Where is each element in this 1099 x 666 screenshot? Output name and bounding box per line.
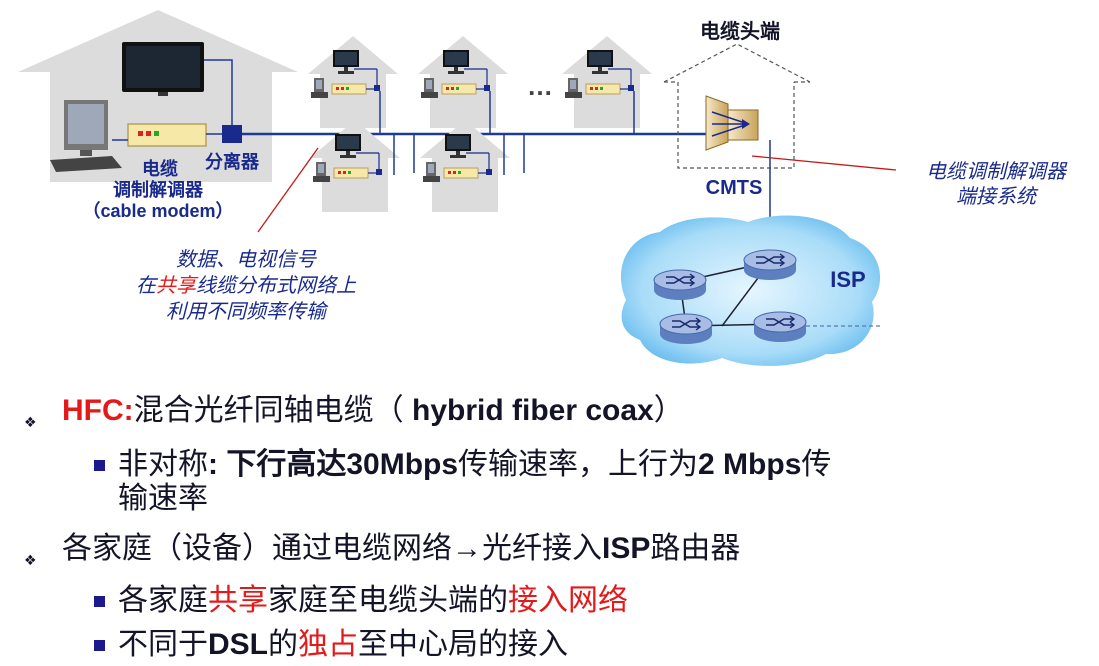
diamond-bullet-icon: ❖: [24, 552, 37, 568]
router-icon: [753, 311, 807, 343]
annotation-line2: 在共享线缆分布式网络上: [136, 274, 357, 297]
home-upper-2: [417, 35, 509, 129]
annotation-line-cmts: [751, 155, 897, 171]
router-icon: [659, 313, 713, 345]
cmts-icon: [705, 95, 759, 151]
tv-icon: [122, 42, 204, 96]
modem-label-line2: 调制解调器: [113, 179, 204, 200]
square-bullet-icon: [94, 460, 105, 471]
modem-label-line3: （cable modem）: [82, 201, 233, 221]
modem-label-line1: 电缆: [142, 158, 178, 179]
router-icon: [743, 249, 797, 281]
home-upper-3: [561, 35, 653, 129]
splitter-label: 分离器: [205, 151, 260, 172]
computer-icon: [50, 100, 122, 172]
ellipsis-label: …: [527, 71, 553, 101]
cable-headend-outline: [663, 43, 811, 169]
cmts-description-line2: 端接系统: [956, 186, 1039, 208]
square-bullet-icon: [94, 596, 105, 607]
annotation-line3: 利用不同频率传输: [166, 301, 329, 323]
isp-label: ISP: [830, 267, 865, 292]
square-bullet-icon: [94, 640, 105, 651]
cmts-label: CMTS: [706, 177, 763, 199]
annotation-line1: 数据、电视信号: [176, 249, 317, 271]
cable-modem-icon: [127, 123, 207, 147]
hfc-network-diagram: 电缆头端 分离器 电缆 调制解调器 （cable modem） … CMTS 电…: [18, 10, 1068, 366]
annotation-line-cable: [257, 147, 319, 233]
diamond-bullet-icon: ❖: [24, 414, 37, 430]
home-upper-1: [307, 35, 399, 129]
splitter-icon: [222, 125, 242, 143]
cmts-description-line1: 电缆调制解调器: [926, 161, 1068, 183]
cable-headend-label: 电缆头端: [700, 19, 780, 43]
router-icon: [653, 269, 707, 301]
